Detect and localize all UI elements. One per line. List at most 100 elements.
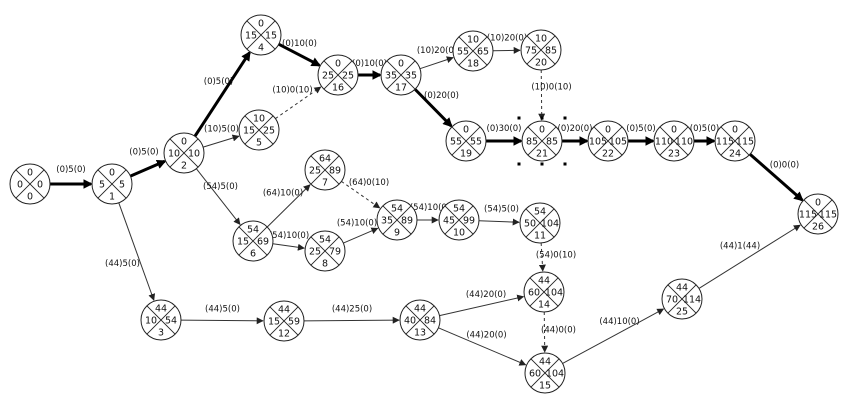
node-right-value: 15: [265, 31, 277, 42]
node-cross-line: [310, 236, 340, 266]
node-top-value: 44: [539, 357, 551, 368]
node-left-value: 45: [443, 216, 455, 227]
node-right-value: 115: [819, 210, 837, 221]
edge-label: (44)5(0): [105, 259, 140, 269]
node-cross-line: [525, 208, 555, 238]
edge-15-25[interactable]: [562, 308, 665, 364]
node-right-value: 85: [546, 137, 558, 148]
selection-handle[interactable]: [563, 116, 567, 120]
edge-1-3[interactable]: [118, 202, 156, 301]
node-right-value: 55: [470, 137, 482, 148]
selection-handle[interactable]: [563, 162, 567, 166]
node-top-value: 0: [732, 125, 738, 136]
node-left-value: 105: [589, 137, 607, 148]
edge-2-4[interactable]: [193, 50, 251, 138]
edge-3-12[interactable]: [180, 317, 264, 325]
edge-6-7[interactable]: [266, 184, 311, 228]
node-bottom-value: 12: [278, 329, 290, 340]
edge-label: (0)5(0): [626, 124, 656, 134]
selection-handle[interactable]: [563, 139, 567, 143]
node-top-value: 0: [671, 125, 677, 136]
node-cross-line: [405, 305, 435, 335]
edge-2-6[interactable]: [195, 168, 241, 226]
edge-13-14[interactable]: [439, 294, 525, 317]
node-top-value: 0: [463, 125, 469, 136]
edge-label: (64)0(10): [349, 178, 389, 188]
node-bottom-value: 16: [332, 83, 344, 94]
edge-12-13[interactable]: [303, 316, 400, 324]
node-top-value: 44: [155, 304, 167, 315]
edge-20-21[interactable]: [538, 69, 546, 121]
edge-10-11[interactable]: [478, 218, 520, 226]
node-right-value: 114: [683, 295, 701, 306]
edge-17-19[interactable]: [413, 88, 453, 128]
edge-label: (44)25(0): [332, 305, 372, 315]
node-bottom-value: 7: [322, 178, 328, 189]
edge-17-18[interactable]: [419, 56, 454, 70]
edge-1-2[interactable]: [129, 159, 167, 178]
node-right-value: 89: [401, 216, 413, 227]
node-cross-line: [593, 126, 623, 156]
edge-7-9[interactable]: [341, 180, 381, 209]
node-left-value: 10: [145, 316, 157, 327]
node-bottom-value: 4: [258, 43, 264, 54]
edge-4-16[interactable]: [278, 42, 322, 67]
node-left-value: 55: [450, 137, 462, 148]
edge-24-26[interactable]: [749, 153, 804, 202]
edge-label: (10)0(10): [272, 86, 312, 96]
node-cross-line: [169, 138, 199, 168]
edge-25-26[interactable]: [698, 224, 801, 289]
edge-label: (0)10(0): [352, 59, 387, 69]
selection-handle[interactable]: [540, 116, 544, 120]
node-bottom-value: 0: [27, 192, 33, 203]
selection-handle[interactable]: [517, 139, 521, 143]
edge-11-14[interactable]: [538, 242, 546, 272]
edges-layer: [50, 42, 804, 366]
node-bottom-value: 10: [453, 228, 465, 239]
node-bottom-value: 22: [602, 149, 614, 160]
node-left-value: 35: [381, 216, 393, 227]
edge-label: (0)20(0): [558, 124, 593, 134]
node-bottom-value: 19: [460, 149, 472, 160]
edge-2-5[interactable]: [202, 134, 240, 148]
node-left-value: 40: [404, 316, 416, 327]
selection-handle[interactable]: [517, 162, 521, 166]
node-right-value: 54: [165, 316, 177, 327]
node-left-value: 25: [309, 166, 321, 177]
node-top-value: 44: [538, 276, 550, 287]
edge-8-9[interactable]: [343, 227, 379, 244]
selection-handle[interactable]: [517, 116, 521, 120]
node-left-value: 75: [525, 46, 537, 57]
selection-handle[interactable]: [540, 162, 544, 166]
edge-13-15[interactable]: [438, 327, 527, 366]
node-right-value: 35: [405, 71, 417, 82]
edge-6-8[interactable]: [272, 243, 305, 251]
